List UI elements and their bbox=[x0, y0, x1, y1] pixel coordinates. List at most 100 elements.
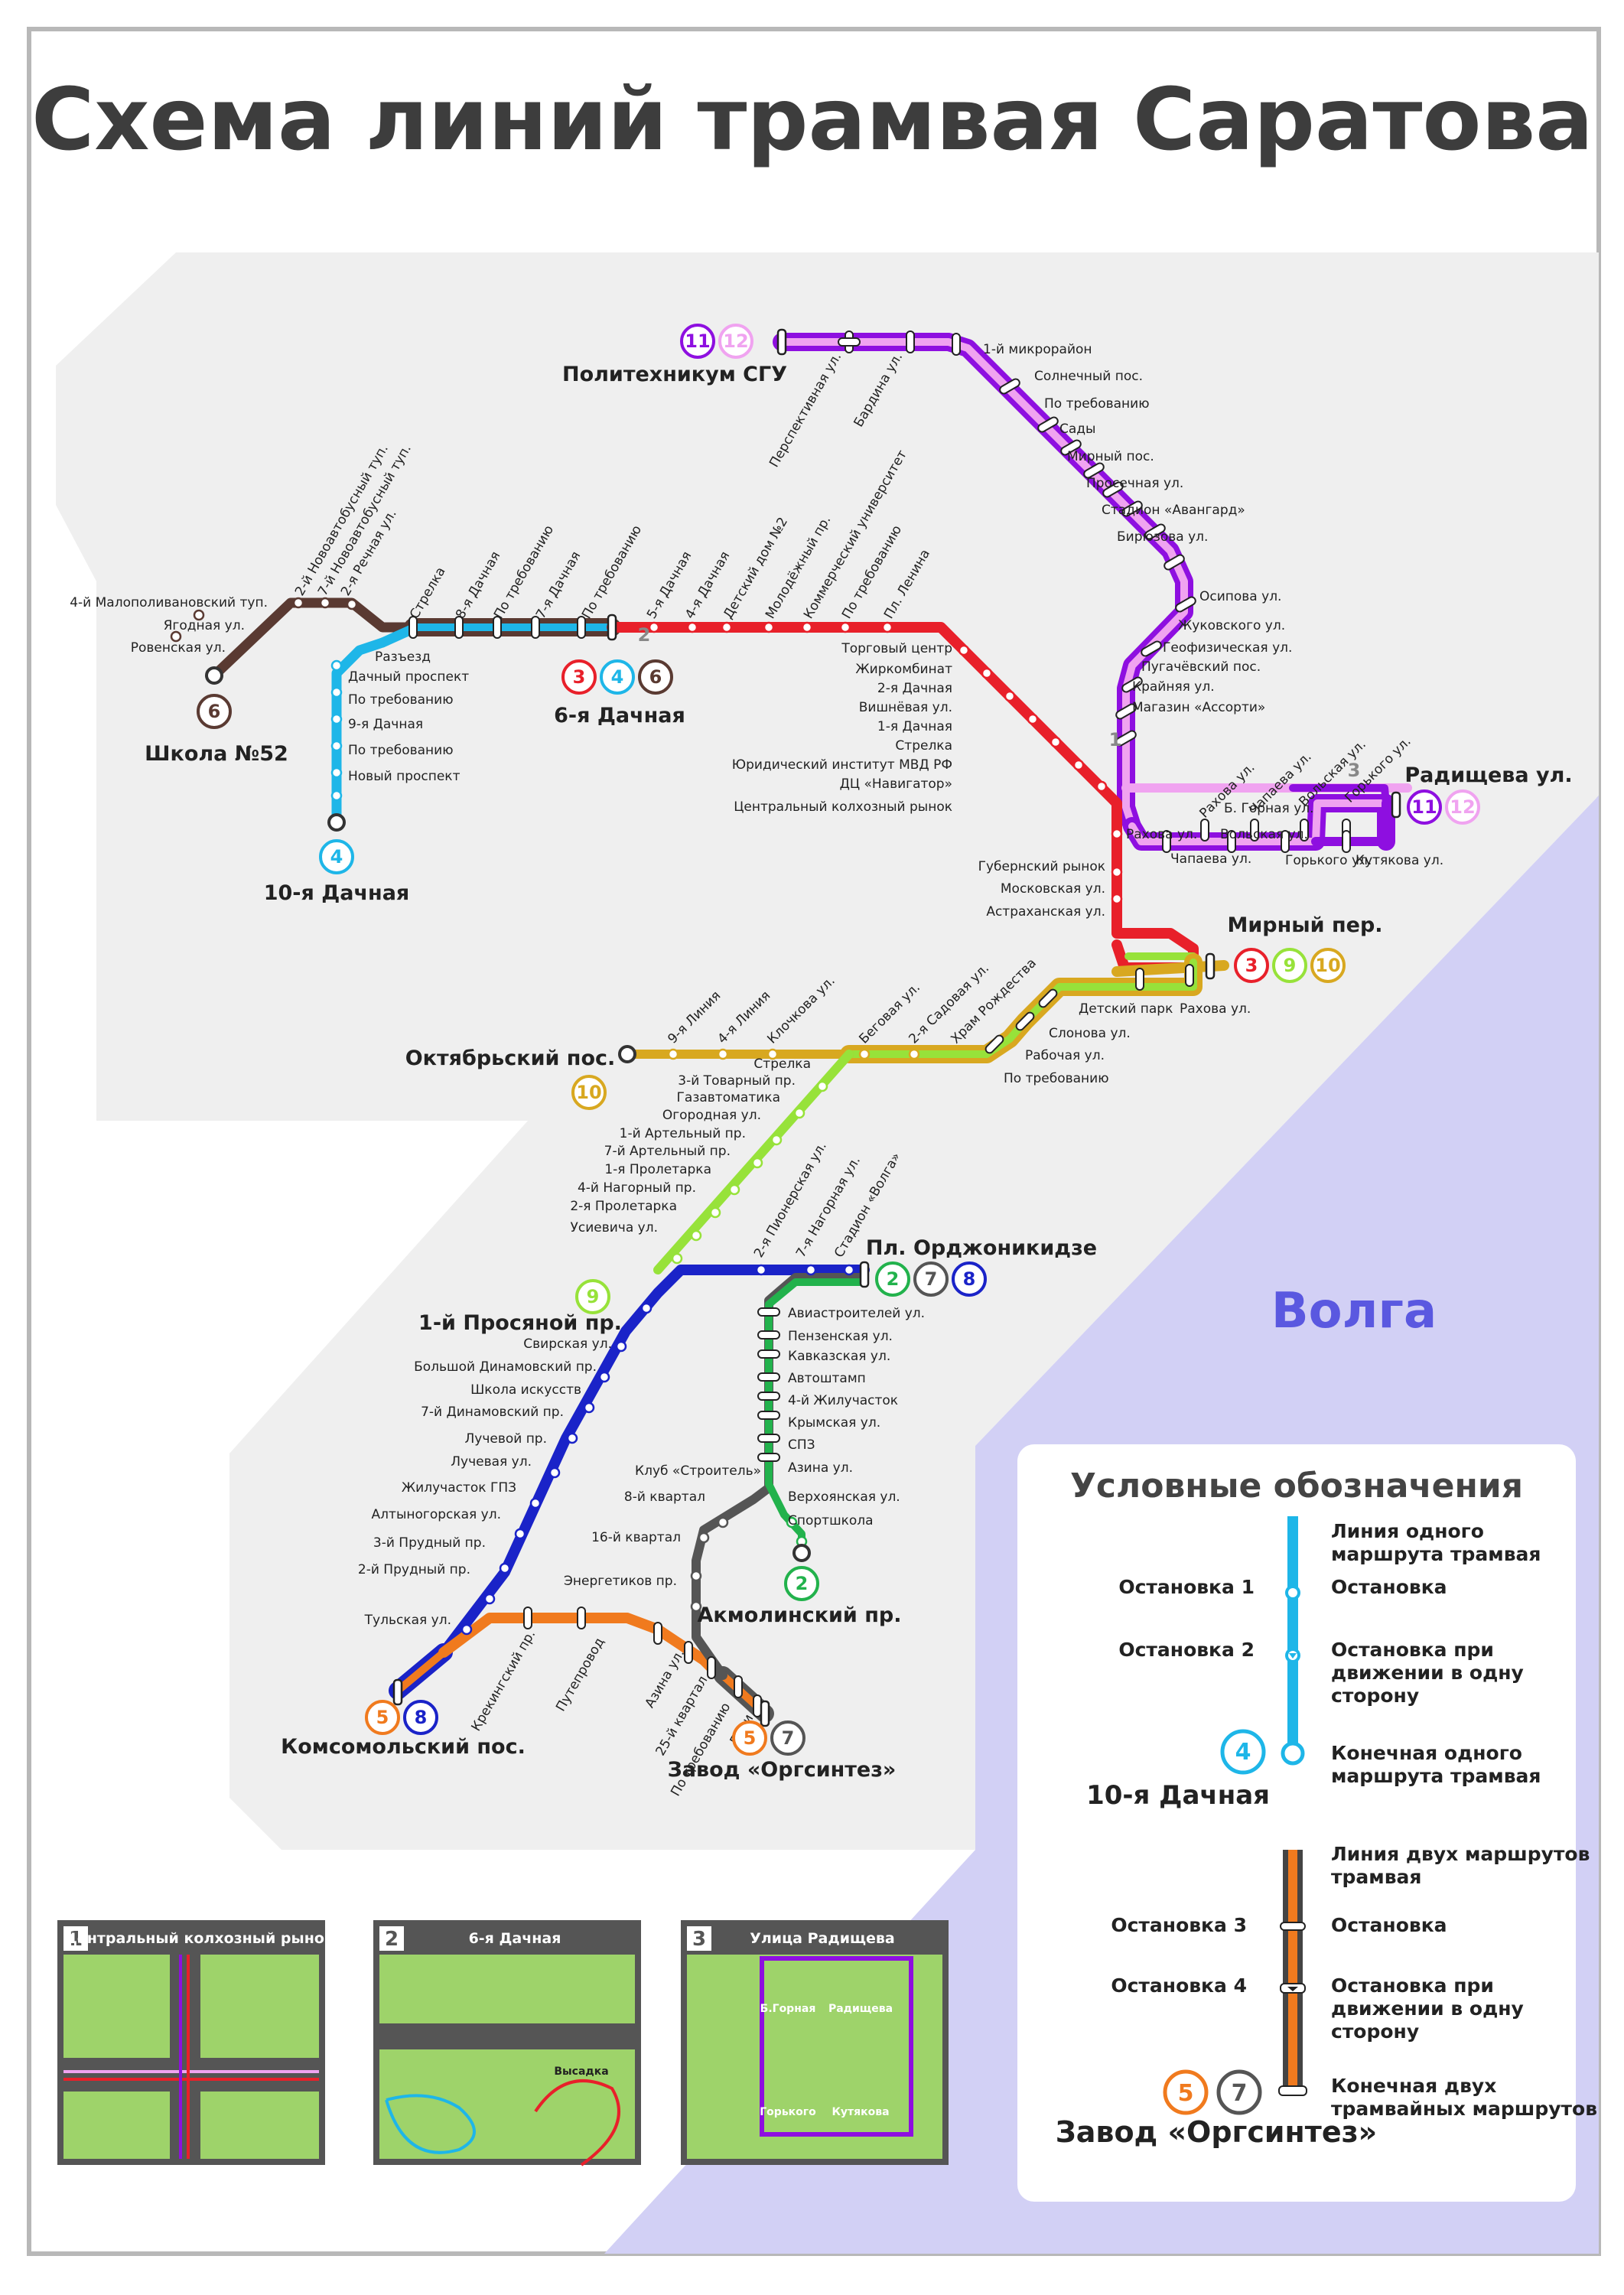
stop-dot bbox=[583, 1401, 595, 1414]
stop-label-blue-diag: Лучевая ул. bbox=[451, 1454, 532, 1470]
legend-badge-4-text: 4 bbox=[1235, 1739, 1251, 1766]
stop-label-blue-diag: Алтыногорская ул. bbox=[372, 1507, 501, 1522]
stop-dot bbox=[671, 1252, 683, 1265]
terminal-akmolinsky: Акмолинский пр. bbox=[698, 1603, 902, 1627]
legend-left-stop3: Остановка 3 bbox=[1111, 1914, 1247, 1936]
terminal-cap bbox=[1391, 791, 1401, 819]
stop-bar bbox=[984, 1034, 1004, 1054]
junction-2: 2 bbox=[638, 624, 651, 646]
stop-label-northwest: Ягодная ул. bbox=[164, 618, 245, 633]
legend-box bbox=[1017, 1444, 1576, 2202]
legend-desc: сторону bbox=[1331, 1685, 1419, 1707]
stop-dot bbox=[330, 659, 343, 672]
stop-label-red-diag: Торговый центр bbox=[841, 641, 952, 656]
stop-bar bbox=[1342, 830, 1351, 853]
stop-dot bbox=[690, 1600, 702, 1613]
line-3-main bbox=[607, 622, 1199, 973]
terminal-cap bbox=[1205, 952, 1216, 980]
stop-bar bbox=[531, 616, 540, 639]
stop-label-green: Пензенская ул. bbox=[788, 1329, 893, 1344]
stop-label-green: Спортшкола bbox=[788, 1513, 874, 1528]
stop-dot bbox=[330, 767, 343, 779]
stop-bar bbox=[757, 1307, 780, 1317]
stop-dot bbox=[346, 598, 358, 610]
route-badge-8 bbox=[403, 1700, 438, 1735]
terminal-prosyanoy: 1-й Просяной пр. bbox=[418, 1311, 622, 1335]
legend-desc: движении в одну bbox=[1331, 1997, 1524, 2020]
line-2-green bbox=[765, 1278, 868, 1557]
stop-label-blue-diag: Свирская ул. bbox=[523, 1336, 612, 1352]
stop-label-blue-diag: Лучевой пр. bbox=[464, 1431, 547, 1447]
stop-label-south-red: Московская ул. bbox=[1001, 881, 1105, 897]
legend-terminal-example: 10-я Дачная bbox=[1086, 1780, 1270, 1811]
route-badge-3 bbox=[1234, 948, 1269, 983]
route-badge-6 bbox=[197, 694, 232, 729]
stop-dot bbox=[709, 1206, 721, 1219]
stop-bar bbox=[999, 378, 1020, 395]
stop-dot bbox=[1027, 713, 1039, 725]
stop-dot bbox=[1072, 759, 1085, 771]
legend-desc: Остановка при bbox=[1331, 1639, 1494, 1661]
route-badge-3 bbox=[561, 659, 597, 695]
inset-2-numbox bbox=[379, 1926, 404, 1951]
terminal-dachnaya6: 6-я Дачная bbox=[554, 704, 685, 728]
stop-dot bbox=[751, 1157, 763, 1169]
terminal-school52: Школа №52 bbox=[145, 742, 288, 766]
stop-label-northeast: Стадион «Авангард» bbox=[1102, 503, 1245, 518]
stop-bar bbox=[1121, 676, 1143, 693]
route-badge-4-text: 4 bbox=[330, 846, 343, 868]
route-badge-11 bbox=[1407, 789, 1442, 825]
stop-bar bbox=[454, 616, 464, 639]
stop-label-northeast: Осипова ул. bbox=[1199, 589, 1281, 604]
legend-badge-5-text: 5 bbox=[1178, 2080, 1194, 2107]
stop-bar bbox=[408, 616, 418, 639]
stop-dot bbox=[801, 621, 813, 633]
stop-label-northeast: Солнечный пос. bbox=[1034, 369, 1143, 384]
route-badge-10 bbox=[1310, 948, 1346, 983]
stop-dot bbox=[598, 1371, 610, 1383]
stop-label-blue-branch: Разъезд bbox=[375, 649, 431, 665]
route-badge-7 bbox=[770, 1720, 805, 1756]
stop-bar bbox=[1281, 830, 1290, 853]
stop-dot bbox=[763, 621, 775, 633]
terminal-mirny: Мирный пер. bbox=[1227, 913, 1382, 937]
stop-label-red-diag: Центральный колхозный рынок bbox=[734, 799, 952, 815]
stop-bar bbox=[753, 1694, 762, 1717]
stop-bar bbox=[684, 1641, 693, 1664]
stop-bar bbox=[653, 1622, 662, 1645]
route-badge-3-text: 3 bbox=[1245, 955, 1258, 976]
line-5-8-komsomolsky-inner bbox=[394, 1649, 447, 1694]
stop-dot bbox=[698, 1532, 710, 1544]
route-badge-5 bbox=[365, 1700, 400, 1735]
stop-bar bbox=[523, 1606, 532, 1629]
route-badge-3-text: 3 bbox=[573, 666, 586, 688]
stop-label-northeast: Геофизическая ул. bbox=[1163, 640, 1292, 656]
stop-label-radishcheva-lower: Чапаева ул. bbox=[1170, 851, 1251, 867]
inset-2-loop-4 bbox=[385, 2094, 476, 2154]
stop-dot bbox=[755, 1264, 767, 1276]
stop-label-northeast: Сады bbox=[1059, 422, 1095, 437]
stop-label-blue-branch: По требованию bbox=[348, 692, 454, 708]
stop-label-northeast: Пугачёвский пос. bbox=[1141, 659, 1261, 675]
legend-oneway-bar-arrow bbox=[1287, 1987, 1298, 1991]
stop-dot bbox=[908, 1048, 920, 1060]
stop-dot bbox=[858, 1048, 871, 1060]
route-badge-6-text: 6 bbox=[649, 666, 662, 688]
route-badge-11-text: 11 bbox=[685, 330, 710, 352]
inset-3-street: Горького bbox=[760, 2106, 816, 2118]
stop-label-radishcheva-lower: Горького ул. bbox=[1285, 853, 1372, 868]
stop-dot bbox=[728, 1183, 740, 1196]
stop-label-radishcheva-upper: Б. Горная ул. bbox=[1224, 801, 1314, 816]
stop-label-green: 4-й Жилучасток bbox=[788, 1393, 898, 1408]
stop-label-blue-diag: Большой Динамовский пр. bbox=[414, 1359, 597, 1375]
stop-label-northeast: Мирный пос. bbox=[1067, 449, 1154, 464]
stop-label-green: Крымская ул. bbox=[788, 1415, 880, 1431]
stop-dot bbox=[793, 1107, 805, 1119]
legend-terminal-bar bbox=[1278, 2085, 1307, 2096]
route-badge-9-text: 9 bbox=[587, 1286, 600, 1307]
stop-label-blue-branch: 9-я Дачная bbox=[348, 717, 423, 732]
legend-stop-dot bbox=[1285, 1585, 1300, 1600]
stop-label-blue-branch: Дачный проспект bbox=[348, 669, 469, 685]
